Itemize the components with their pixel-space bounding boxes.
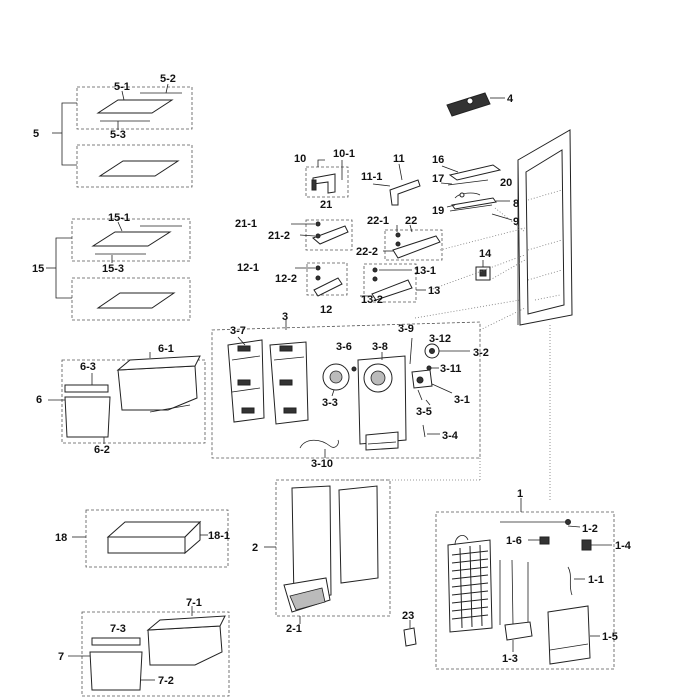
label-23: 23 [402,610,414,622]
evaporator-assembly-1 [435,498,615,670]
label-22-2: 22-2 [356,246,378,258]
label-3-12: 3-12 [429,333,451,345]
rear-panel-group-2 [264,479,391,624]
label-1: 1 [517,488,523,500]
label-1-2: 1-2 [582,523,598,535]
label-3-5: 3-5 [416,406,432,418]
label-6-2: 6-2 [94,444,110,456]
label-1-3: 1-3 [502,653,518,665]
cover-assembly-3 [211,320,481,459]
label-10-1: 10-1 [333,148,355,160]
label-9: 9 [513,216,519,228]
brackets-group [291,159,443,303]
label-18-1: 18-1 [208,530,230,542]
label-2-1: 2-1 [286,623,302,635]
label-20: 20 [500,177,512,189]
part-23 [403,627,417,647]
shelf-glass-5 [98,160,180,177]
label-5-2: 5-2 [160,73,176,85]
label-21-1: 21-1 [235,218,257,230]
drawer-group-7 [68,606,230,697]
label-1-4: 1-4 [615,540,632,552]
label-19: 19 [432,205,444,217]
label-5-3: 5-3 [110,129,126,141]
label-15: 15 [32,263,44,275]
label-3-8: 3-8 [372,341,388,353]
label-7-3: 7-3 [110,623,126,635]
label-15-1: 15-1 [108,212,130,224]
label-5-1: 5-1 [114,81,130,93]
label-11-1: 11-1 [361,171,382,183]
leader-lines [335,207,551,500]
label-6: 6 [36,394,42,406]
label-3-4: 3-4 [442,430,459,442]
label-15-3: 15-3 [102,263,124,275]
label-3-9: 3-9 [398,323,414,335]
label-13-1: 13-1 [414,265,436,277]
shelf-glass-5-1 [96,99,174,114]
label-3: 3 [282,311,288,323]
label-2: 2 [252,542,258,554]
label-3-10: 3-10 [311,458,333,470]
tray-group-18 [72,509,229,568]
label-7-2: 7-2 [158,675,174,687]
shelf-group-15 [46,218,191,321]
label-12: 12 [320,304,332,316]
label-14: 14 [479,248,492,260]
part-1-4 [581,539,592,551]
part-1-6 [539,536,550,545]
label-6-3: 6-3 [80,361,96,373]
label-22: 22 [405,215,417,227]
label-7: 7 [58,651,64,663]
label-18: 18 [55,532,67,544]
label-5: 5 [33,128,39,140]
part-1-5 [547,605,591,665]
label-12-2: 12-2 [275,273,297,285]
label-21: 21 [320,199,332,211]
label-17: 17 [432,173,444,185]
label-16: 16 [432,154,444,166]
label-3-6: 3-6 [336,341,352,353]
label-13-2: 13-2 [361,294,383,306]
label-3-7: 3-7 [230,325,246,337]
label-3-2: 3-2 [473,347,489,359]
label-3-3: 3-3 [322,397,338,409]
label-3-11: 3-11 [440,363,461,375]
label-3-1: 3-1 [454,394,470,406]
label-4: 4 [507,93,514,105]
label-21-2: 21-2 [268,230,290,242]
label-13: 13 [428,285,440,297]
label-6-1: 6-1 [158,343,174,355]
label-10: 10 [294,153,306,165]
label-7-1: 7-1 [186,597,202,609]
label-8: 8 [513,198,519,210]
drawer-group-6 [48,352,206,444]
shelf-group-5 [52,83,193,188]
label-11: 11 [393,153,405,165]
label-1-5: 1-5 [602,631,618,643]
part-4 [446,92,491,117]
refrigerator-cabinet [517,129,573,326]
label-1-6: 1-6 [506,535,522,547]
label-1-1: 1-1 [588,574,604,586]
small-parts-group [440,92,513,281]
label-12-1: 12-1 [237,262,259,274]
label-22-1: 22-1 [367,215,389,227]
